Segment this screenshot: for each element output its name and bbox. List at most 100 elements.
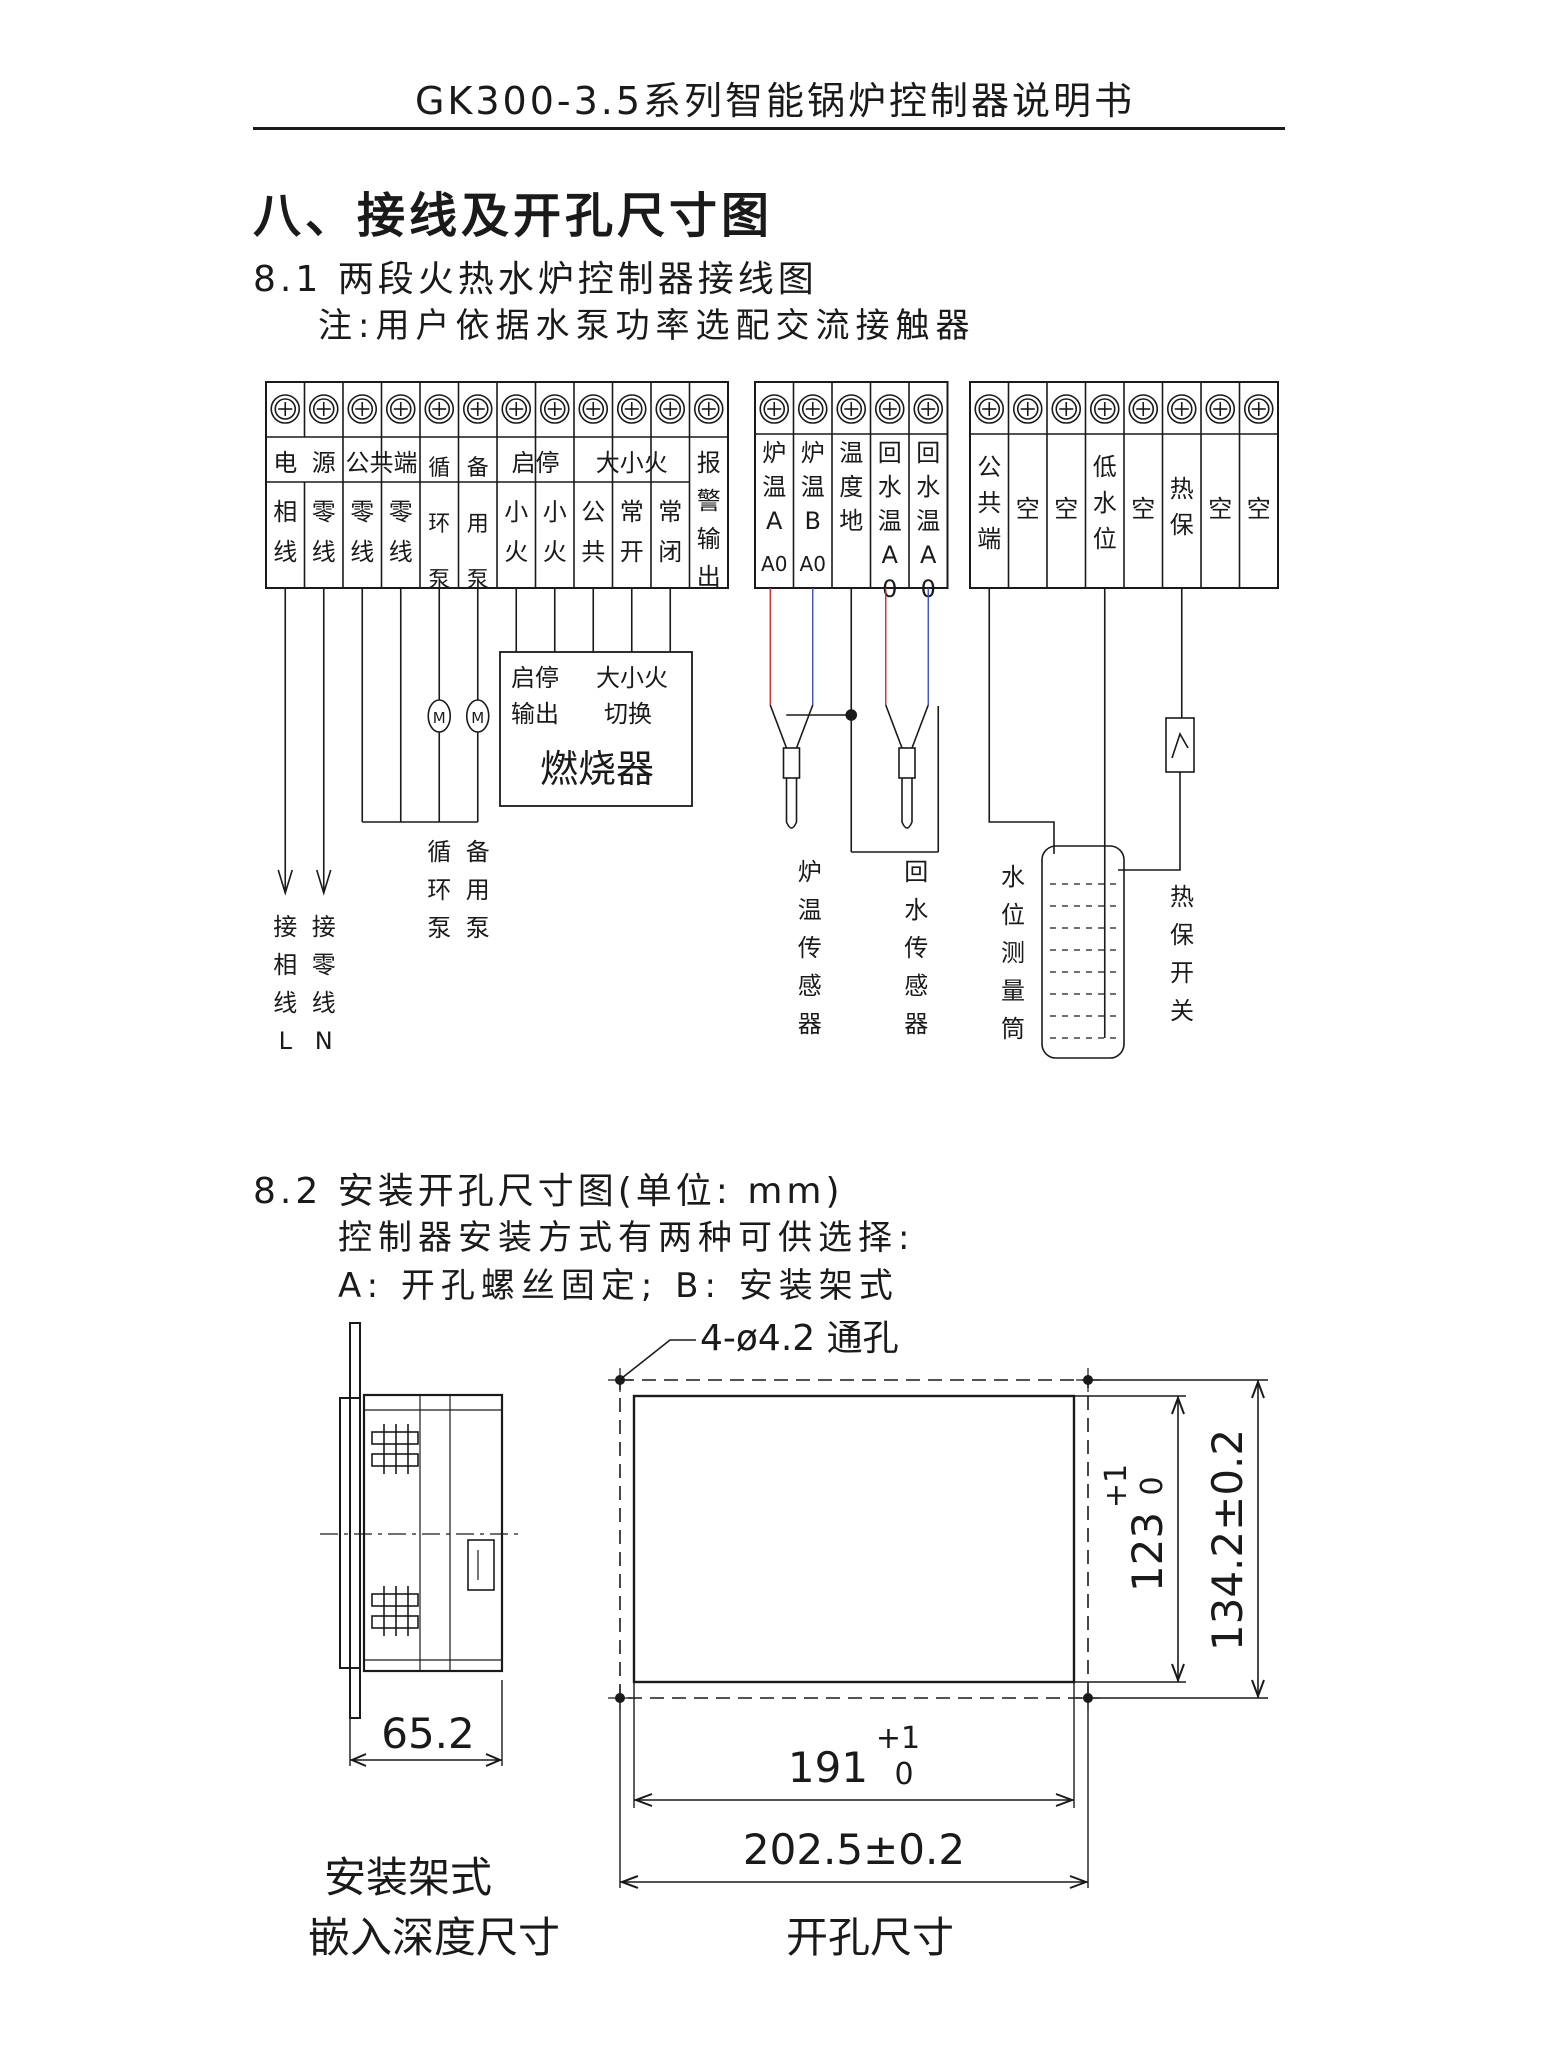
terminal2-label-char: 温 — [916, 507, 940, 535]
caption-furnace-sensor-char: 感 — [798, 972, 822, 1000]
motor-label: M — [471, 709, 484, 727]
screw-terminal-icon — [1012, 394, 1043, 424]
terminal3-label-char: 热 — [1170, 475, 1194, 503]
group-label-spare-char: 用 — [467, 512, 489, 537]
terminal3-label: 空 — [1247, 495, 1271, 523]
screw-terminal-icon — [539, 394, 570, 424]
screw-head — [424, 394, 455, 424]
terminal3-label: 空 — [1016, 495, 1040, 523]
terminal2-label-char: 温 — [878, 507, 902, 535]
terminal2-code: A0 — [761, 552, 787, 576]
terminal2-code: A0 — [800, 552, 826, 576]
caption-level-tube-char: 量 — [1001, 977, 1025, 1005]
screw-ring — [1055, 398, 1078, 420]
clip-part — [371, 1615, 419, 1629]
terminal2-label-char: 回 — [916, 439, 940, 467]
terminal-label-3: 零线 — [389, 498, 413, 566]
caption-return-sensor-char: 传 — [904, 934, 928, 962]
screw-head — [759, 394, 790, 424]
burner-label-switch: 切换 — [604, 700, 652, 728]
group-label-circ-char: 循 — [428, 456, 450, 481]
dim-arrow — [1171, 1663, 1185, 1683]
group-label-circ-char: 环 — [428, 512, 450, 537]
terminal2-label: 温度地 — [839, 439, 863, 535]
group-label-alarm-char: 出 — [697, 563, 721, 591]
group-label-power-1: 电 — [273, 449, 297, 477]
caption-bracket-type: 安装架式 — [324, 1853, 492, 1902]
screw-terminal-icon — [655, 394, 686, 424]
terminal2-char: 温 — [762, 473, 786, 501]
terminal-label-6-char: 小 — [504, 498, 528, 526]
motor-label: M — [433, 709, 446, 727]
dim-cut-width-value: 191 — [788, 1743, 868, 1792]
dim-arrow — [1069, 1875, 1089, 1889]
screw-head — [1166, 394, 1197, 424]
terminal2-char: 炉 — [762, 439, 786, 467]
terminal-label-2: 零线 — [350, 498, 374, 566]
screw-head — [874, 394, 905, 424]
screw-ring — [1093, 398, 1116, 420]
screw-ring — [878, 398, 901, 420]
terminal-label-9-char: 开 — [620, 538, 644, 566]
terminal3-label-char: 公 — [977, 453, 1001, 481]
screw-head — [1012, 394, 1043, 424]
dim-arrow — [1171, 1395, 1185, 1415]
screw-head — [655, 394, 686, 424]
screw-terminal-icon — [1089, 394, 1120, 424]
screw-ring — [428, 398, 451, 420]
screw-ring — [763, 398, 786, 420]
document-header: GK300-3.5系列智能锅炉控制器说明书 — [414, 79, 1136, 123]
switch-contact — [1171, 732, 1189, 759]
wire-line — [1118, 772, 1181, 871]
terminal-label-0-char: 相 — [273, 498, 297, 526]
screw-head — [270, 394, 301, 424]
terminal2-char: A — [766, 507, 783, 535]
screw-ring — [505, 398, 528, 420]
caption-spare-pump-char: 备 — [466, 838, 490, 866]
group-label-hilo: 大小火 — [596, 449, 668, 477]
caption-level-tube-char: 位 — [1001, 901, 1025, 929]
screw-head — [347, 394, 378, 424]
terminal-label-1-char: 线 — [312, 538, 336, 566]
caption-neutral-char: 线 — [312, 989, 336, 1017]
group-label-alarm-char: 输 — [697, 525, 721, 553]
panel-plate — [349, 1322, 361, 1719]
burner-label-start: 启停 — [511, 664, 559, 692]
screw-ring — [917, 398, 940, 420]
caption-thermal-switch-char: 开 — [1170, 959, 1194, 987]
screw-terminal-icon — [913, 394, 944, 424]
mount-clip-icon — [371, 1424, 419, 1474]
dim-cut-width-tol-up: +1 — [876, 1721, 920, 1756]
caption-circ-pump-char: 泵 — [427, 914, 451, 942]
clip-part — [371, 1593, 419, 1607]
screw-terminal-icon — [1243, 394, 1274, 424]
caption-phase-char: 接 — [273, 913, 297, 941]
terminal3-label-char: 共 — [977, 489, 1001, 517]
caption-thermal-switch-char: 热 — [1170, 883, 1194, 911]
mount-clip-icon — [371, 1586, 419, 1636]
terminal3-label: 低水位 — [1093, 453, 1117, 553]
screw-terminal-icon — [424, 394, 455, 424]
screw-ring — [620, 398, 643, 420]
screw-terminal-icon — [270, 394, 301, 424]
group-label-power-2: 源 — [312, 449, 336, 477]
screw-terminal-icon — [462, 394, 493, 424]
screw-ring — [1247, 398, 1270, 420]
terminal-label-8-char: 公 — [581, 498, 605, 526]
screw-ring — [466, 398, 489, 420]
terminal2-label-char: 度 — [839, 473, 863, 501]
terminal3-label: 空 — [1131, 495, 1155, 523]
screw-ring — [351, 398, 374, 420]
screw-terminal-icon — [1166, 394, 1197, 424]
mounting-line-2: A: 开孔螺丝固定; B: 安装架式 — [338, 1266, 899, 1306]
dim-arrow — [349, 1753, 367, 1767]
caption-phase-char: L — [279, 1027, 293, 1055]
screw-head — [1051, 394, 1082, 424]
terminal2-char: 温 — [801, 473, 825, 501]
